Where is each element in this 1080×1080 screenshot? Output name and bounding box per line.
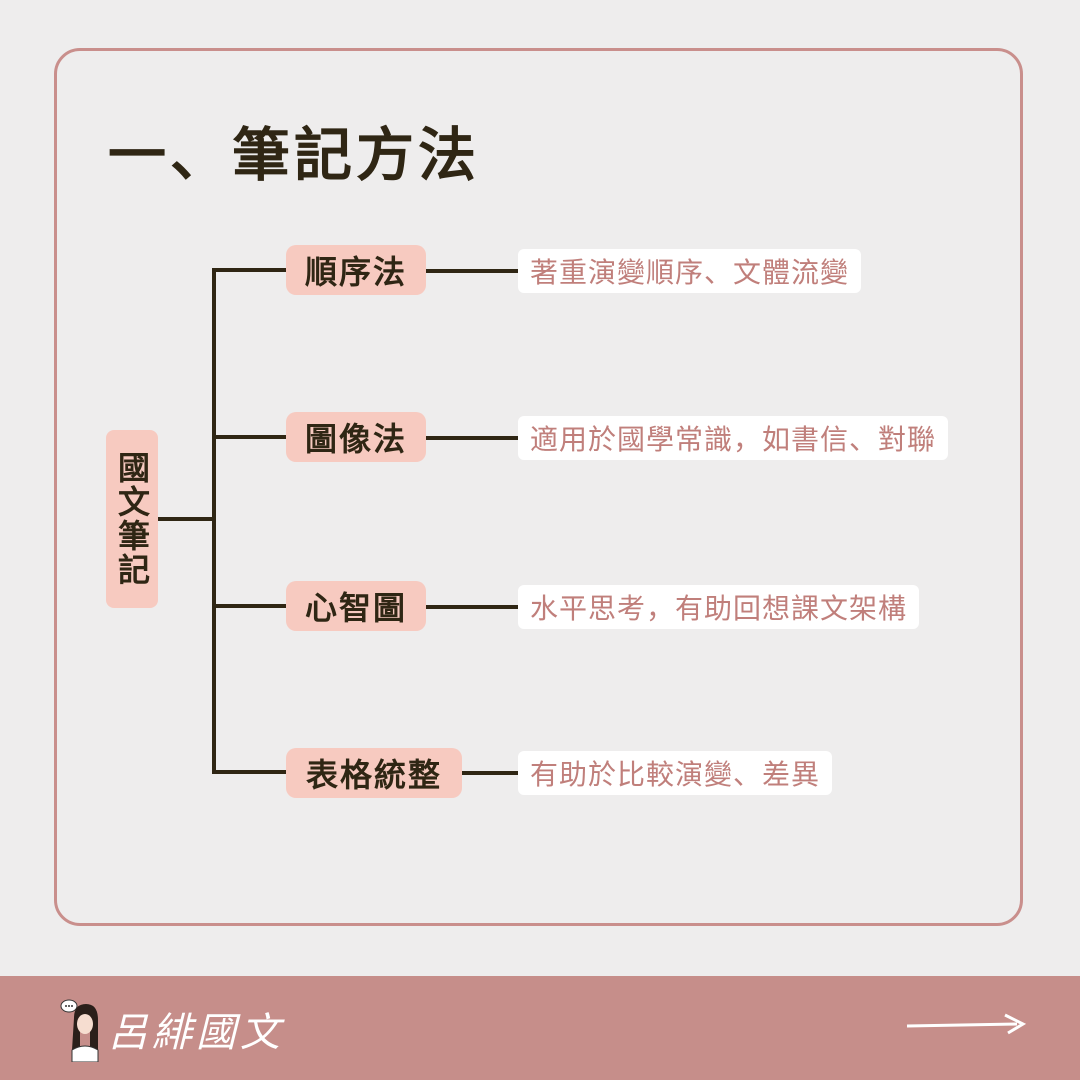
brand-logo-text: 呂緋國文 <box>108 1010 284 1056</box>
page-title: 一、筆記方法 <box>108 121 481 189</box>
root-node: 國文筆記 <box>106 430 158 608</box>
girl-avatar-icon <box>60 999 99 1062</box>
method-node-image: 圖像法 <box>286 412 426 462</box>
desc-label-image: 適用於國學常識，如書信、對聯 <box>518 416 949 460</box>
method-node-table: 表格統整 <box>286 748 462 798</box>
desc-label-mindmap: 水平思考，有助回想課文架構 <box>518 585 920 629</box>
method-node-mindmap: 心智圖 <box>286 581 426 631</box>
right-arrow-icon[interactable] <box>905 1012 1027 1036</box>
footer-bar: 呂緋國文 <box>0 976 1080 1080</box>
desc-label-sequence: 著重演變順序、文體流變 <box>518 249 862 293</box>
method-node-sequence: 順序法 <box>286 245 426 295</box>
desc-label-table: 有助於比較演變、差異 <box>518 751 833 795</box>
